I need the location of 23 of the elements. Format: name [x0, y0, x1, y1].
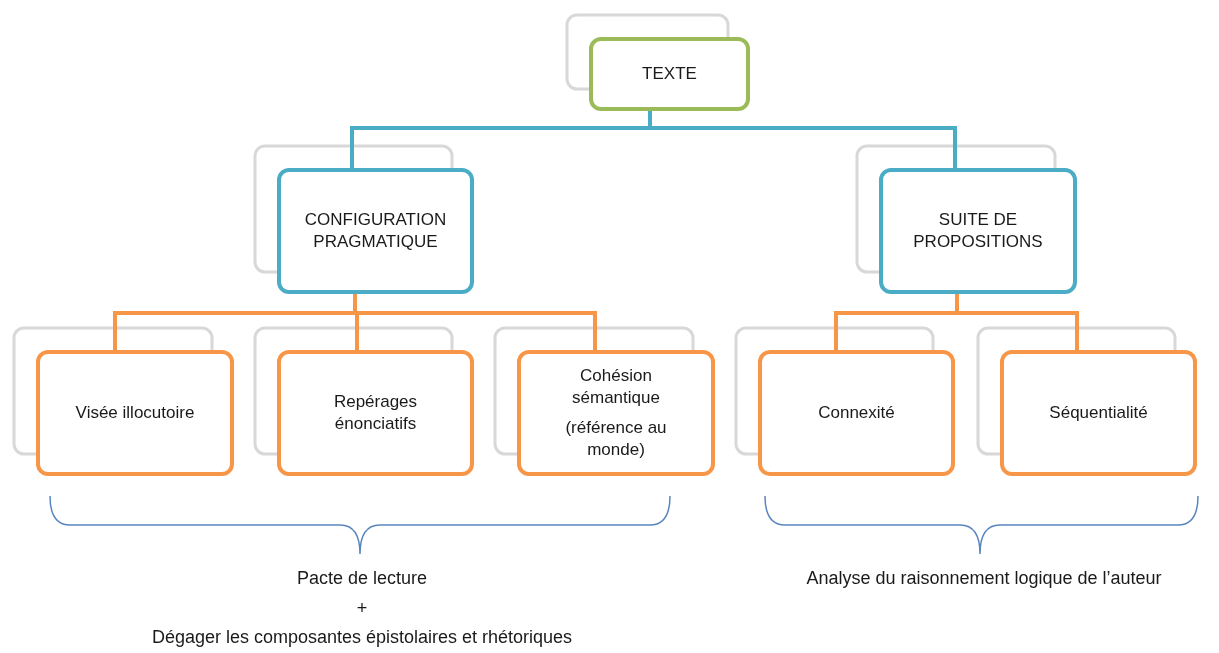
- node-label: Connexité: [818, 401, 895, 424]
- annotation-text: Pacte de lecture: [296, 568, 428, 589]
- annotation-text: +: [356, 598, 368, 619]
- text-box: [589, 37, 750, 111]
- text-box: [758, 350, 955, 476]
- node-label: Visée illocutoire: [75, 401, 195, 424]
- text-box: [1000, 350, 1197, 476]
- connector-line: [648, 111, 957, 168]
- node-label: Repérages énonciatifs: [332, 390, 419, 435]
- connector-line: [955, 294, 1079, 350]
- text-box: [277, 168, 474, 294]
- text-box: [277, 350, 474, 476]
- node-label: SUITE DE PROPOSITIONS: [912, 208, 1044, 253]
- node-label: (référence au monde): [564, 417, 668, 462]
- node-label: CONFIGURATION PRAGMATIQUE: [304, 208, 447, 253]
- node-label: Cohésion sémantique: [571, 364, 661, 409]
- text-box: [517, 350, 715, 476]
- annotation-text: Dégager les composantes épistolaires et rhétoriques: [151, 627, 573, 648]
- text-box: [879, 168, 1077, 294]
- node-label: TEXTE: [642, 62, 697, 85]
- node-label: Séquentialité: [1049, 401, 1148, 424]
- annotation-text: Analyse du raisonnement logique de l’auteur: [806, 568, 1162, 589]
- text-box: [36, 350, 234, 476]
